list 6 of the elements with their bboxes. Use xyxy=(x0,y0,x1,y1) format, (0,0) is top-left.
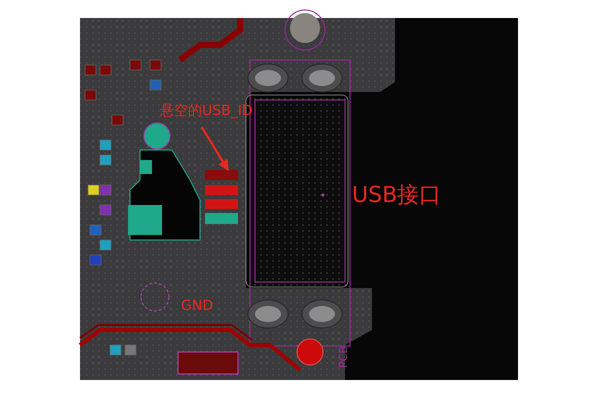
arrow xyxy=(200,126,230,171)
pin-pad xyxy=(205,170,238,180)
net-label: GND xyxy=(181,298,214,314)
silkscreen-text: PCB xyxy=(338,346,351,368)
callout-text: 悬空的USB_ID xyxy=(160,103,253,120)
connector-label: USB接口 xyxy=(352,183,442,208)
